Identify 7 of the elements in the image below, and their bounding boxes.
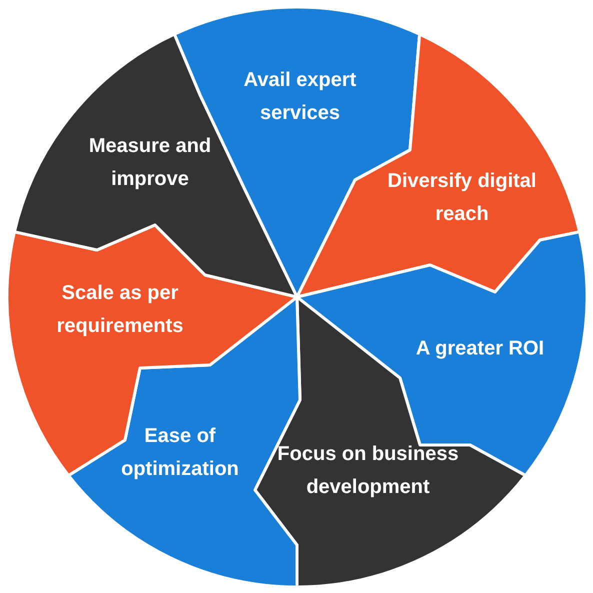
segment-label: Scale as per requirements — [56, 281, 184, 339]
segment-label: Ease of optimization — [120, 424, 240, 482]
segment-label: Avail expert services — [242, 68, 358, 126]
segment-label: Diversify digital reach — [386, 169, 538, 227]
segment-label: Focus on business development — [276, 442, 460, 500]
segment-label: A greater ROI — [414, 336, 546, 362]
segment-label: Measure and improve — [88, 134, 212, 192]
